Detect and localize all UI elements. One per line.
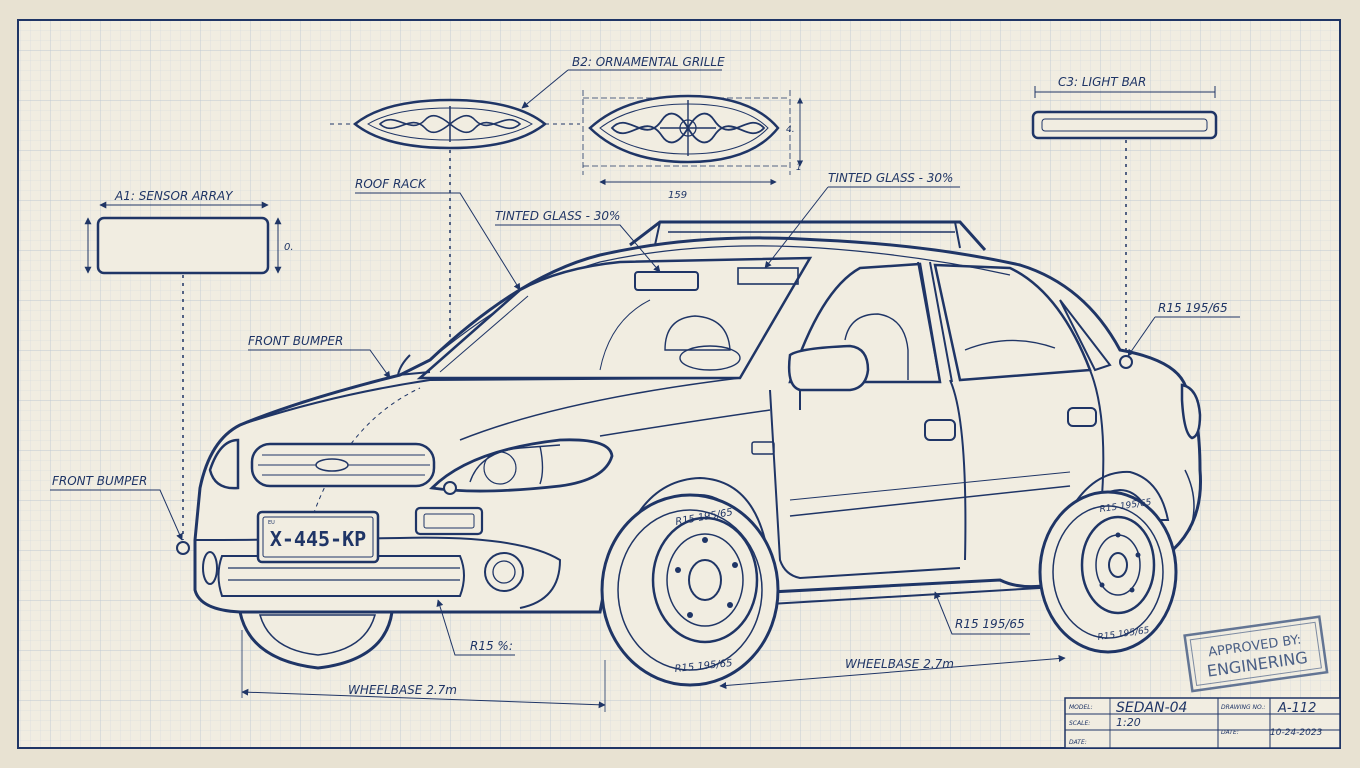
label-tire-rear-bottom: R15 195/65 xyxy=(955,617,1025,631)
svg-text:EU: EU xyxy=(268,520,275,526)
front-left-wheel xyxy=(238,610,394,670)
callout-c3-light-bar: C3: LIGHT BAR xyxy=(1031,75,1218,405)
rear-wheel: R15 195/65 R15 195/65 xyxy=(1038,470,1178,654)
label-roof-rack: ROOF RACK xyxy=(355,177,427,191)
tb-drawing-label: DRAWING NO.: xyxy=(1221,704,1265,711)
title-block: MODEL: SEDAN-04 SCALE: 1:20 DATE: DRAWIN… xyxy=(1064,697,1341,749)
tb-date-value: 10-24-2023 xyxy=(1270,728,1323,738)
tb-model-value: SEDAN-04 xyxy=(1116,700,1187,716)
front-right-wheel: R15 195/65 R15 195/65 xyxy=(600,476,780,687)
tb-drawing-value: A-112 xyxy=(1277,701,1316,716)
wheelbase-dimensions: WHEELBASE 2.7m WHEELBASE 2.7m xyxy=(241,630,1066,712)
b2-dim-side: 1 xyxy=(796,163,802,173)
license-plate: X-445-KP EU xyxy=(256,510,380,564)
tb-scale-label: SCALE: xyxy=(1069,720,1090,727)
label-front-bumper-upper: FRONT BUMPER xyxy=(248,334,343,348)
label-tire-rear-top: R15 195/65 xyxy=(1158,301,1228,315)
sedan-car-drawing: X-445-KP EU R15 195/65 R15 195/65 xyxy=(176,220,1202,687)
label-wheelbase-rear: WHEELBASE 2.7m xyxy=(845,657,954,671)
tb-date-label-2: DATE: xyxy=(1069,739,1087,746)
label-tire-front: R15 %: xyxy=(470,639,513,653)
a1-dimension: 0. xyxy=(284,242,294,253)
label-wheelbase-front: WHEELBASE 2.7m xyxy=(348,683,457,697)
callout-b2-ornamental-grille: B2: ORNAMENTAL GRILLE 4. 159 xyxy=(330,55,804,560)
c3-title: C3: LIGHT BAR xyxy=(1058,75,1146,89)
tb-date-label: DATE: xyxy=(1221,729,1239,736)
annotation-labels: ROOF RACK TINTED GLASS - 30% TINTED GLAS… xyxy=(50,171,1240,656)
b2-dim-width: 159 xyxy=(668,190,687,201)
license-plate-number: X-445-KP xyxy=(270,527,366,551)
tb-model-label: MODEL: xyxy=(1069,704,1093,711)
roof-rack xyxy=(629,220,987,251)
svg-text:4.: 4. xyxy=(786,125,795,135)
a1-title: A1: SENSOR ARRAY xyxy=(114,189,234,203)
grille-ornament-detail: 4. 159 1 xyxy=(582,90,804,201)
sheet-border xyxy=(17,19,1341,749)
label-tinted-glass-side: TINTED GLASS - 30% xyxy=(828,171,953,185)
callout-a1-sensor-array: A1: SENSOR ARRAY 0. xyxy=(84,189,294,540)
b2-title: B2: ORNAMENTAL GRILLE xyxy=(572,55,725,69)
label-tinted-glass-windshield: TINTED GLASS - 30% xyxy=(495,209,620,223)
tb-scale-value: 1:20 xyxy=(1116,716,1141,729)
label-front-bumper-lower: FRONT BUMPER xyxy=(52,474,147,488)
